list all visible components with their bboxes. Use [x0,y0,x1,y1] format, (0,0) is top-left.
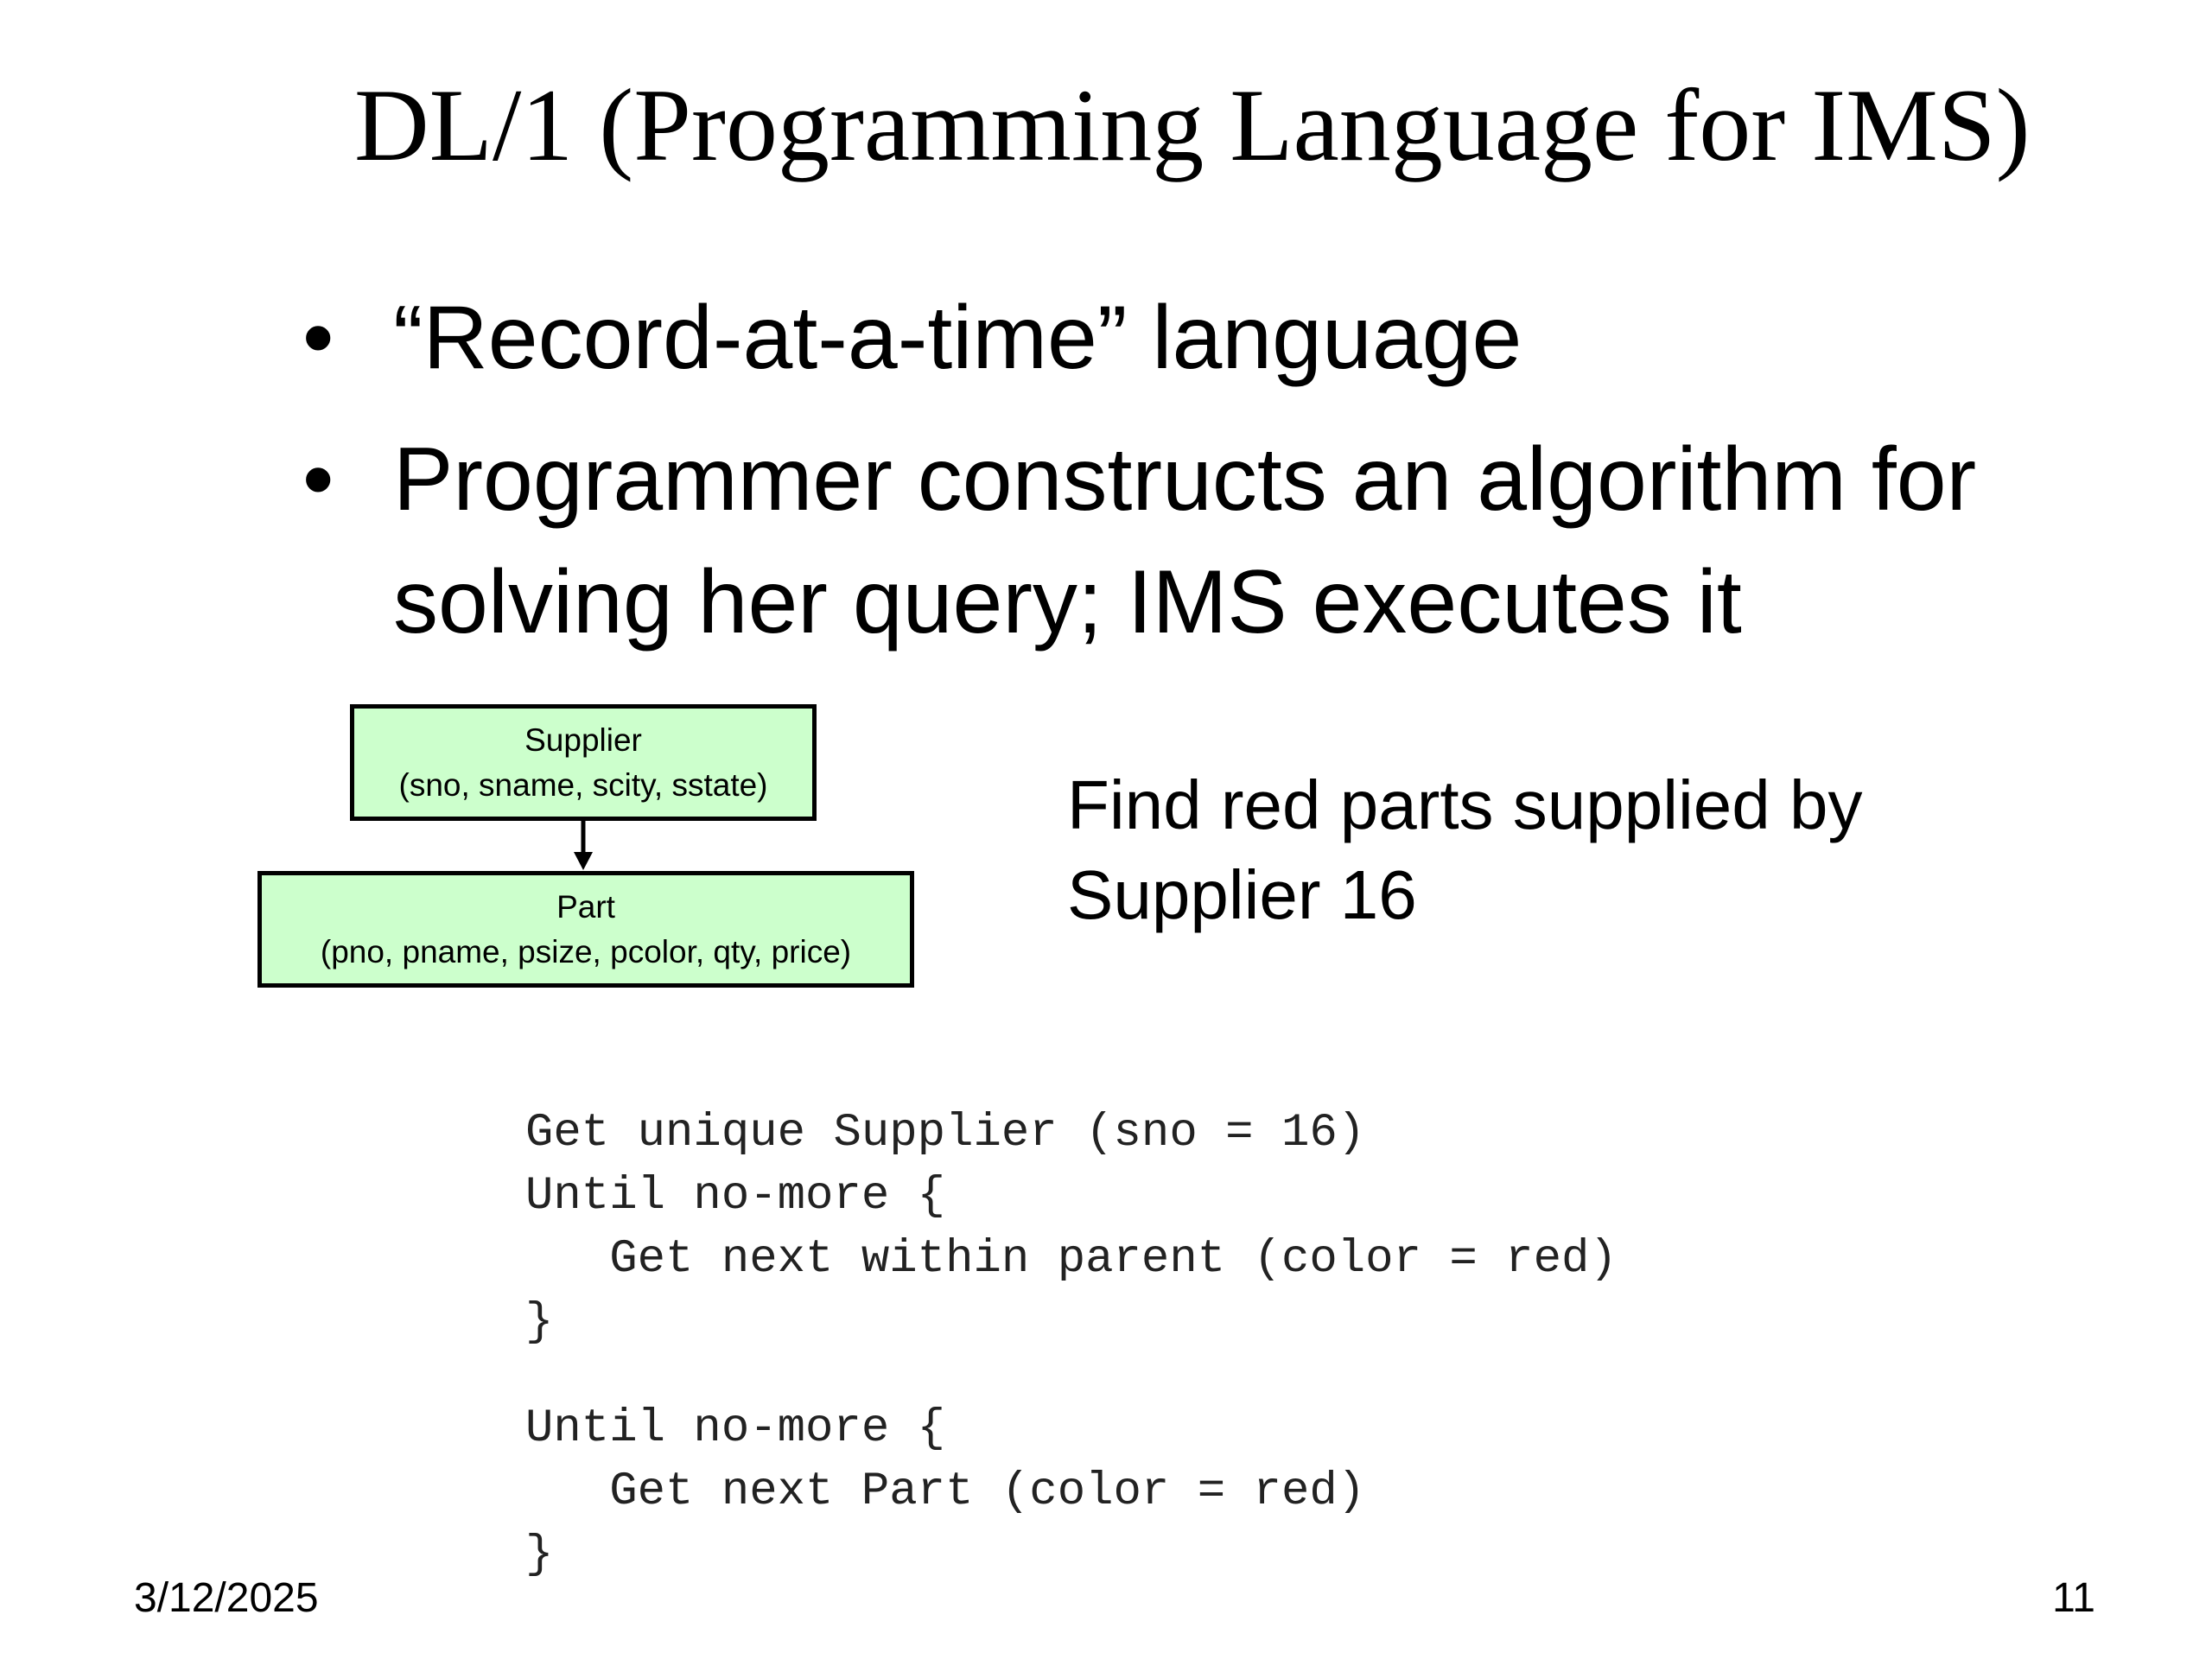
code-line: } [525,1529,554,1581]
part-segment-box: Part (pno, pname, psize, pcolor, qty, pr… [257,871,914,988]
part-segment-name: Part [556,888,615,925]
part-segment-fields: (pno, pname, psize, pcolor, qty, price) [320,933,852,969]
code-line: Until no-more { [525,1402,946,1455]
code-line: Get next within parent (color = red) [525,1233,1618,1286]
bullet-item: • Programmer constructs an algorithm for… [302,418,2160,664]
supplier-segment-fields: (sno, sname, scity, sstate) [398,766,768,803]
bullet-item: • “Record-at-a-time” language [302,276,2160,399]
page-number: 11 [2052,1575,2095,1621]
bullet-marker: • [302,429,334,530]
bullet-text: “Record-at-a-time” language [393,288,1522,388]
code-line: Until no-more { [525,1170,946,1223]
code-spacer [525,1354,1618,1397]
footer-date: 3/12/2025 [134,1575,319,1621]
bullet-list: • “Record-at-a-time” language • Programm… [302,276,2160,683]
slide-title: DL/1 (Programming Language for IMS) [354,67,2031,182]
code-line: Get unique Supplier (sno = 16) [525,1107,1366,1160]
supplier-segment-name: Supplier [524,721,642,758]
bullet-marker: • [302,288,334,388]
supplier-segment-box: Supplier (sno, sname, scity, sstate) [350,704,817,821]
bullet-text: Programmer constructs an algorithm for s… [393,429,1977,652]
query-description: Find red parts supplied by Supplier 16 [1067,766,1863,933]
code-line: } [525,1296,554,1349]
code-line: Get next Part (color = red) [525,1465,1366,1518]
code-block: Get unique Supplier (sno = 16) Until no-… [525,1102,1618,1586]
